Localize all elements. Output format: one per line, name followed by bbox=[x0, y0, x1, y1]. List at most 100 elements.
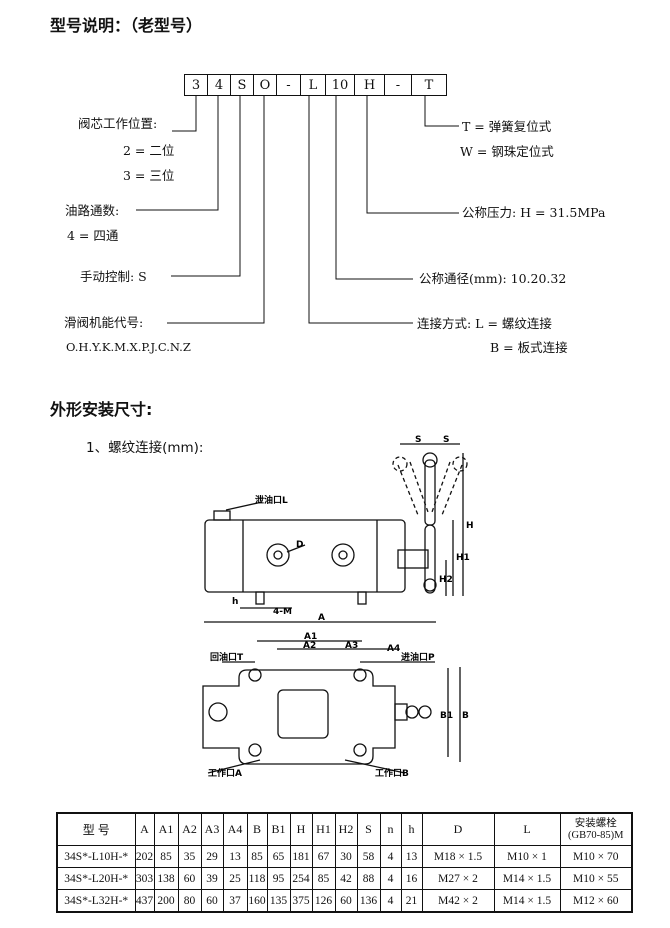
table-cell: 67 bbox=[311, 845, 336, 868]
code-cell: O bbox=[254, 75, 277, 95]
return-type-option: W = 钢珠定位式 bbox=[460, 144, 554, 159]
s-label: S bbox=[415, 435, 421, 445]
header-cell: A3 bbox=[200, 812, 224, 846]
a1-label: A1 bbox=[304, 632, 317, 642]
table-cell: M12 × 60 bbox=[559, 889, 633, 913]
d-label: D bbox=[296, 540, 303, 550]
drain-port-label: 泄油口L bbox=[255, 494, 288, 506]
table-cell: 135 bbox=[266, 889, 291, 913]
table-cell: 21 bbox=[400, 889, 423, 913]
header-cell: B bbox=[246, 812, 268, 846]
a3-label: A3 bbox=[345, 641, 358, 651]
a-label: A bbox=[318, 613, 325, 623]
table-cell: M10 × 70 bbox=[559, 845, 633, 868]
inlet-port-label: 进油口P bbox=[401, 651, 435, 663]
table-cell: 16 bbox=[400, 867, 423, 890]
table-cell: 39 bbox=[200, 867, 224, 890]
table-cell: 30 bbox=[334, 845, 358, 868]
table-cell: 254 bbox=[289, 867, 313, 890]
table-cell: 437 bbox=[134, 889, 155, 913]
table-cell: M10 × 1 bbox=[493, 845, 561, 868]
code-cell: T bbox=[424, 77, 434, 93]
a2-label: A2 bbox=[303, 641, 316, 651]
b1-label: B1 bbox=[440, 711, 453, 721]
h1-label: H1 bbox=[456, 553, 470, 563]
table-cell: 29 bbox=[200, 845, 224, 868]
code-cell: - bbox=[277, 75, 301, 95]
return-type-option: T = 弹簧复位式 bbox=[462, 119, 552, 134]
b-label: B bbox=[462, 711, 469, 721]
s-label: S bbox=[443, 435, 449, 445]
header-cell: A1 bbox=[153, 812, 179, 846]
header-cell: H bbox=[289, 812, 313, 846]
table-cell: 37 bbox=[222, 889, 248, 913]
code-cell: 10 bbox=[326, 75, 355, 95]
manual-control-label: 手动控制: S bbox=[80, 269, 147, 284]
table-cell: 4 bbox=[379, 889, 402, 913]
table-cell: 80 bbox=[177, 889, 202, 913]
table-cell: 13 bbox=[222, 845, 248, 868]
header-cell: A4 bbox=[222, 812, 248, 846]
header-cell: h bbox=[400, 812, 423, 846]
table-cell: M42 × 2 bbox=[421, 889, 495, 913]
table-cell: 181 bbox=[289, 845, 313, 868]
table-cell: 60 bbox=[200, 889, 224, 913]
code-cell: 3 bbox=[185, 75, 208, 95]
header-cell: H1 bbox=[311, 812, 336, 846]
spool-option: 2 = 二位 bbox=[123, 143, 175, 158]
code-cell: 4 bbox=[208, 75, 231, 95]
table-cell: 118 bbox=[246, 867, 268, 890]
threaded-connection-subtitle: 1、螺纹连接(mm): bbox=[86, 440, 204, 456]
table-cell: 60 bbox=[334, 889, 358, 913]
a4-label: A4 bbox=[387, 644, 400, 654]
table-cell: 42 bbox=[334, 867, 358, 890]
table-cell: 4 bbox=[379, 845, 402, 868]
ways-label: 油路通数: bbox=[65, 203, 120, 218]
spool-function-label: 滑阀机能代号: bbox=[64, 315, 144, 330]
connection-option: B = 板式连接 bbox=[490, 340, 568, 355]
table-cell: M14 × 1.5 bbox=[493, 867, 561, 890]
h-dim-label: H bbox=[466, 521, 474, 531]
table-cell: 303 bbox=[134, 867, 155, 890]
table-cell: M18 × 1.5 bbox=[421, 845, 495, 868]
table-cell: 60 bbox=[177, 867, 202, 890]
diameter-label: 公称通径(mm): 10.20.32 bbox=[419, 271, 567, 286]
model-explanation-title: 型号说明：（老型号） bbox=[50, 16, 203, 35]
return-port-label: 回油口T bbox=[210, 651, 244, 663]
pressure-label: 公称压力: H = 31.5MPa bbox=[462, 205, 606, 220]
table-cell: 13 bbox=[400, 845, 423, 868]
leader-lines bbox=[136, 95, 459, 324]
header-cell: n bbox=[379, 812, 402, 846]
table-cell: 85 bbox=[246, 845, 268, 868]
table-cell: M10 × 55 bbox=[559, 867, 633, 890]
code-cell: H bbox=[355, 75, 385, 95]
header-cell: D bbox=[421, 812, 495, 846]
table-header-row: 型 号 A A1 A2 A3 A4 B B1 H H1 H2 S n h D L… bbox=[56, 812, 633, 846]
table-cell: 58 bbox=[356, 845, 381, 868]
header-cell: H2 bbox=[334, 812, 358, 846]
table-cell: 95 bbox=[266, 867, 291, 890]
table-cell: 35 bbox=[177, 845, 202, 868]
ways-option: 4 = 四通 bbox=[67, 228, 119, 243]
header-cell: 安装螺栓 (GB70-85)M bbox=[559, 812, 633, 846]
header-cell: A2 bbox=[177, 812, 202, 846]
table-cell: 126 bbox=[311, 889, 336, 913]
table-cell: 4 bbox=[379, 867, 402, 890]
table-cell: 200 bbox=[153, 889, 179, 913]
valve-drawing: 泄油口L D h 4-M A S S H H1 H2 A1 A2 A3 A4 回… bbox=[202, 435, 474, 779]
code-cell: S bbox=[231, 75, 254, 95]
table-cell: 136 bbox=[356, 889, 381, 913]
table-cell: 375 bbox=[289, 889, 313, 913]
header-cell: S bbox=[356, 812, 381, 846]
spool-positions-label: 阀芯工作位置: bbox=[78, 116, 158, 131]
table-cell: 138 bbox=[153, 867, 179, 890]
table-cell: 88 bbox=[356, 867, 381, 890]
spool-option: 3 = 三位 bbox=[123, 168, 175, 183]
table-cell: 65 bbox=[266, 845, 291, 868]
table-cell: 85 bbox=[311, 867, 336, 890]
table-cell: M27 × 2 bbox=[421, 867, 495, 890]
spool-function-codes: O.H.Y.K.M.X.P.J.C.N.Z bbox=[66, 340, 191, 354]
model-code-boxes: 3 4 S O - L 10 H - T bbox=[184, 74, 447, 96]
